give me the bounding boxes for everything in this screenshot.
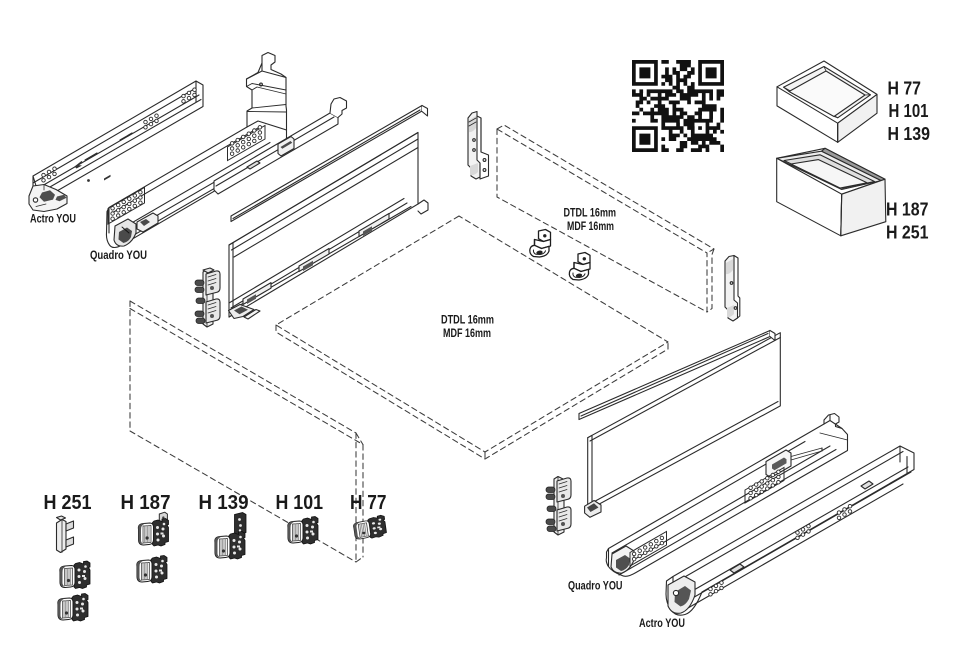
svg-text:H 139: H 139 — [199, 492, 249, 514]
svg-text:MDF 16mm: MDF 16mm — [567, 221, 614, 233]
svg-text:H 101: H 101 — [889, 101, 929, 121]
svg-text:Actro YOU: Actro YOU — [30, 214, 76, 226]
svg-text:Actro YOU: Actro YOU — [639, 618, 685, 630]
svg-text:H 77: H 77 — [350, 492, 387, 514]
svg-text:H 187: H 187 — [886, 200, 929, 220]
svg-text:H 187: H 187 — [121, 492, 171, 514]
svg-text:Quadro YOU: Quadro YOU — [90, 250, 147, 262]
svg-text:Quadro YOU: Quadro YOU — [568, 581, 623, 593]
svg-text:H 139: H 139 — [888, 124, 931, 144]
svg-text:DTDL 16mm: DTDL 16mm — [564, 208, 617, 220]
svg-text:H 251: H 251 — [886, 223, 929, 243]
svg-text:H 251: H 251 — [44, 492, 92, 514]
svg-text:DTDL 16mm: DTDL 16mm — [441, 315, 494, 327]
svg-text:MDF 16mm: MDF 16mm — [443, 328, 491, 340]
svg-text:H 101: H 101 — [276, 492, 324, 514]
svg-text:H 77: H 77 — [888, 79, 922, 99]
